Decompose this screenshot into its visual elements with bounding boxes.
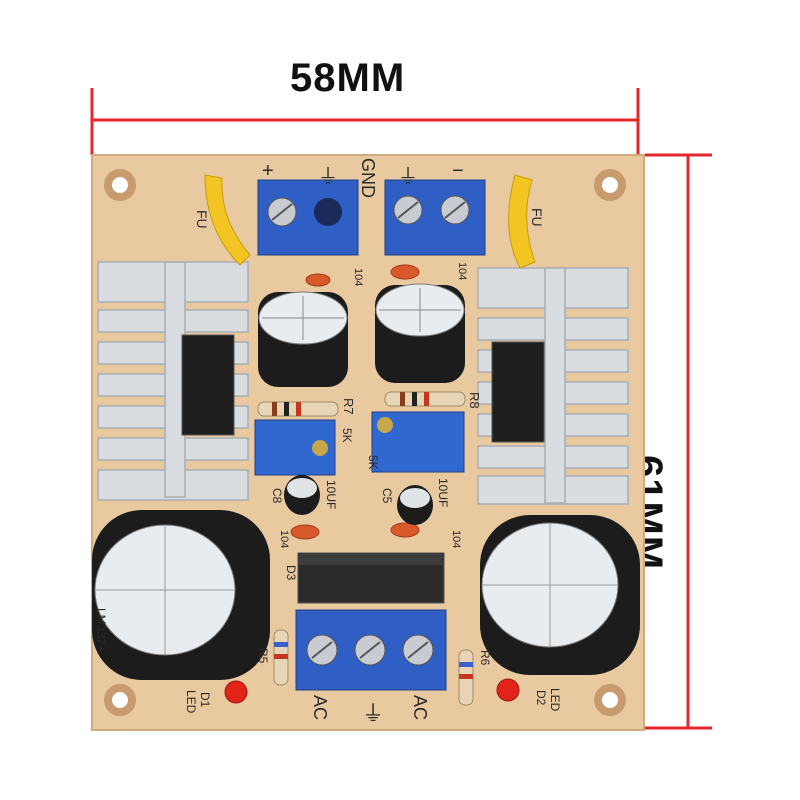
label-ground-right: ⏚: [398, 166, 418, 188]
trimmer-potentiometer: [254, 411, 465, 476]
label-gnd: GND: [358, 158, 378, 198]
right-fuse: [508, 174, 536, 269]
label-104-d: 104: [450, 530, 462, 549]
label-ac-right: AC: [410, 695, 430, 721]
width-dimension-label: 58MM: [290, 56, 406, 100]
height-dimension-line: [645, 153, 712, 730]
ceramic-capacitor: [290, 264, 420, 540]
label-5k-right: 5K: [366, 455, 380, 470]
mounting-hole: [104, 169, 626, 716]
width-dimension-line: [90, 88, 640, 155]
right-regulator: [491, 341, 545, 443]
led: [224, 678, 520, 704]
label-d1: D1: [198, 692, 212, 708]
label-ground-bottom: ⏚: [362, 701, 385, 726]
left-heatsink: [97, 261, 249, 501]
label-104-a: 104: [352, 268, 364, 287]
label-d1-led: LED: [184, 690, 198, 714]
label-r7: R7: [341, 398, 356, 415]
top-right-terminal-block: [384, 179, 486, 256]
label-c5-value: 10UF: [436, 478, 450, 508]
label-5k-left: 5K: [340, 428, 354, 443]
label-r6: R6: [478, 650, 492, 666]
label-fu-left: FU: [194, 210, 210, 229]
top-left-terminal-block: [257, 179, 359, 256]
label-r8: R8: [467, 392, 482, 409]
label-minus: −: [452, 160, 464, 182]
label-ac-left: AC: [310, 695, 330, 721]
electrolytic-capacitor-medium: [258, 283, 465, 387]
label-c8: C8: [270, 488, 284, 504]
label-fu-right: FU: [529, 208, 545, 227]
label-d2-led: LED: [548, 688, 562, 712]
left-fuse: [204, 174, 251, 266]
label-r5: R5: [256, 648, 270, 664]
resistor: [257, 391, 466, 417]
left-regulator: [181, 334, 235, 436]
label-104-b: 104: [456, 262, 468, 281]
label-plus: +: [262, 160, 274, 182]
label-c8-value: 10UF: [324, 480, 338, 510]
resistor-vertical: [273, 629, 474, 706]
label-c5: C5: [380, 488, 394, 504]
label-lm337: LM337+: [94, 608, 108, 652]
bottom-terminal-block: [295, 609, 447, 691]
label-d3: D3: [284, 565, 298, 581]
label-104-c: 104: [278, 530, 290, 549]
electrolytic-capacitor-small: [284, 475, 433, 525]
label-ground-left: ⏚: [318, 166, 338, 188]
electrolytic-capacitor-large: [92, 510, 640, 680]
label-d2: D2: [534, 690, 548, 706]
